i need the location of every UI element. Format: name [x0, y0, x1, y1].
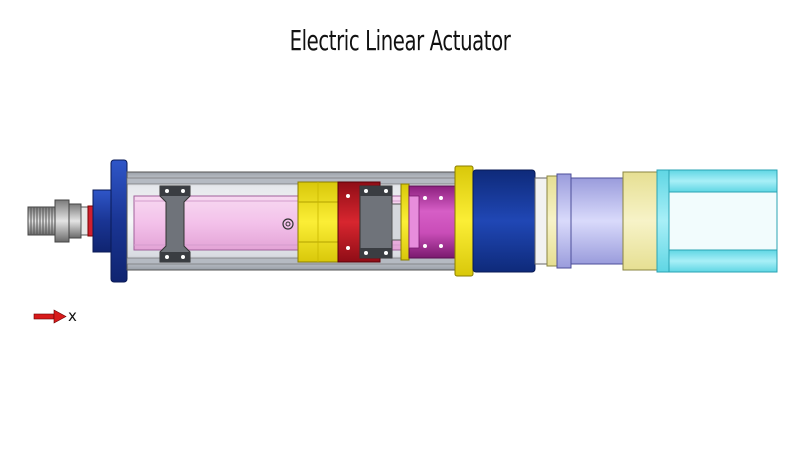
- cylinder-barrel: [656, 169, 778, 273]
- threaded-connector: [27, 199, 94, 243]
- x-axis-arrow: [33, 309, 67, 324]
- x-axis-label: x: [68, 307, 77, 325]
- coupling-collar: [297, 181, 341, 263]
- bearing-clamp: [159, 185, 191, 263]
- ball-nut: [337, 181, 403, 263]
- diagram-title: Electric Linear Actuator: [289, 24, 511, 57]
- motor-flange: [454, 165, 474, 277]
- guide-bushing: [400, 183, 456, 261]
- output-shaft: [546, 171, 658, 271]
- motor-body: [472, 169, 548, 273]
- screw-center-mark: [282, 218, 294, 230]
